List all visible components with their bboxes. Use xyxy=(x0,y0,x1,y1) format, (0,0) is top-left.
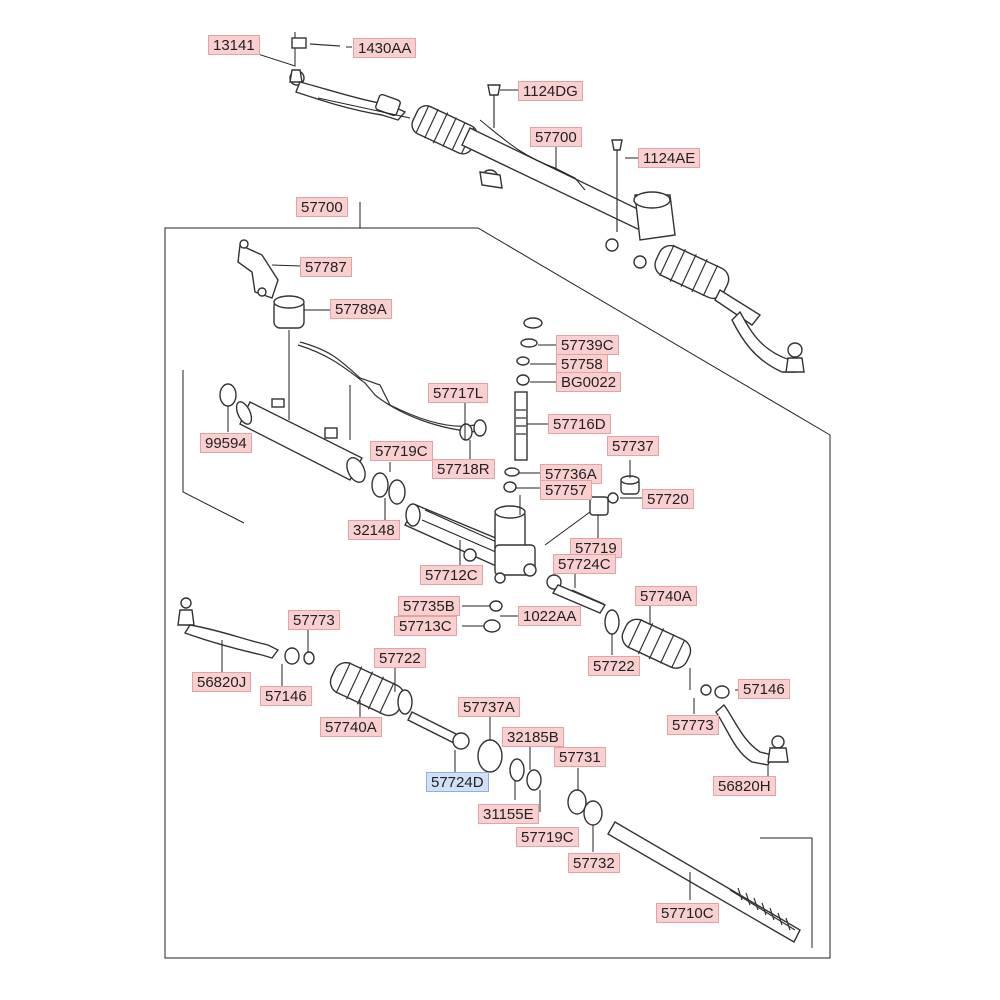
seals-32148 xyxy=(371,462,406,520)
callout-57713C[interactable]: 57713C xyxy=(394,616,457,636)
tie-rod-end-right xyxy=(693,684,789,776)
callout-57739C[interactable]: 57739C xyxy=(556,335,619,355)
callout-56820J[interactable]: 56820J xyxy=(192,672,252,692)
valve-stack xyxy=(503,317,556,515)
parts-57737-57720 xyxy=(607,460,642,504)
callout-57716D[interactable]: 57716D xyxy=(548,414,611,434)
callout-57718R[interactable]: 57718R xyxy=(432,459,495,479)
callout-57719C-upper[interactable]: 57719C xyxy=(370,441,433,461)
callout-57758[interactable]: 57758 xyxy=(556,354,608,374)
inner-rod-left xyxy=(407,711,470,772)
callout-56820H[interactable]: 56820H xyxy=(713,776,776,796)
callout-57710C[interactable]: 57710C xyxy=(656,903,719,923)
oring-99594 xyxy=(219,383,237,432)
callout-57712C[interactable]: 57712C xyxy=(420,565,483,585)
inner-frame-line xyxy=(182,370,245,524)
top-assembly xyxy=(229,32,805,373)
callout-57740A-left[interactable]: 57740A xyxy=(320,717,382,737)
callout-57700-box[interactable]: 57700 xyxy=(296,197,348,217)
yoke-57719 xyxy=(544,496,609,546)
callout-57737[interactable]: 57737 xyxy=(607,436,659,456)
bushing-57789A xyxy=(273,295,330,329)
callout-1430AA[interactable]: 1430AA xyxy=(353,38,417,58)
callout-57719C-lower[interactable]: 57719C xyxy=(516,827,579,847)
gear-housing xyxy=(404,503,537,584)
feed-lines xyxy=(297,341,487,460)
callout-32148[interactable]: 32148 xyxy=(348,520,400,540)
callout-57731[interactable]: 57731 xyxy=(554,747,606,767)
callout-57720[interactable]: 57720 xyxy=(642,489,694,509)
callout-31155E[interactable]: 31155E xyxy=(478,804,539,824)
tie-rod-end-left xyxy=(177,597,280,672)
inner-frame-line-right xyxy=(760,837,813,948)
nuts-bottom xyxy=(462,600,518,633)
callout-57773-right[interactable]: 57773 xyxy=(667,715,719,735)
callout-57773-left[interactable]: 57773 xyxy=(288,610,340,630)
callout-57724C[interactable]: 57724C xyxy=(553,554,616,574)
callout-57722-right[interactable]: 57722 xyxy=(588,656,640,676)
callout-57735B[interactable]: 57735B xyxy=(398,596,460,616)
callout-57700-top[interactable]: 57700 xyxy=(530,127,582,147)
callout-1022AA[interactable]: 1022AA xyxy=(518,606,582,626)
callout-99594[interactable]: 99594 xyxy=(200,433,252,453)
callout-57146-right[interactable]: 57146 xyxy=(738,679,790,699)
callout-1124AE[interactable]: 1124AE xyxy=(638,148,701,168)
callout-57740A-right[interactable]: 57740A xyxy=(635,586,697,606)
callout-57717L[interactable]: 57717L xyxy=(428,383,489,403)
inner-rod-right xyxy=(546,572,607,614)
cylinder-tube xyxy=(235,398,366,483)
callout-57722-left[interactable]: 57722 xyxy=(374,648,426,668)
callout-57787[interactable]: 57787 xyxy=(300,257,352,277)
boot-right-57740A xyxy=(604,603,692,690)
callout-57146-left[interactable]: 57146 xyxy=(260,686,312,706)
callout-32185B[interactable]: 32185B xyxy=(502,727,564,747)
assembly-frame xyxy=(164,227,831,959)
callout-1124DG[interactable]: 1124DG xyxy=(518,81,583,101)
callout-13141[interactable]: 13141 xyxy=(208,35,260,55)
callout-57737A[interactable]: 57737A xyxy=(458,697,520,717)
boot-left-57740A xyxy=(329,661,413,718)
bracket-57787 xyxy=(237,239,301,299)
bushing-group xyxy=(477,716,603,852)
rack-bar xyxy=(607,821,801,943)
callout-57757[interactable]: 57757 xyxy=(540,480,592,500)
nut-clamp-left xyxy=(281,630,315,686)
callout-BG0022[interactable]: BG0022 xyxy=(556,372,622,392)
callout-57789A[interactable]: 57789A xyxy=(330,299,392,319)
callout-57724D[interactable]: 57724D xyxy=(426,772,489,792)
callout-57732[interactable]: 57732 xyxy=(568,853,620,873)
